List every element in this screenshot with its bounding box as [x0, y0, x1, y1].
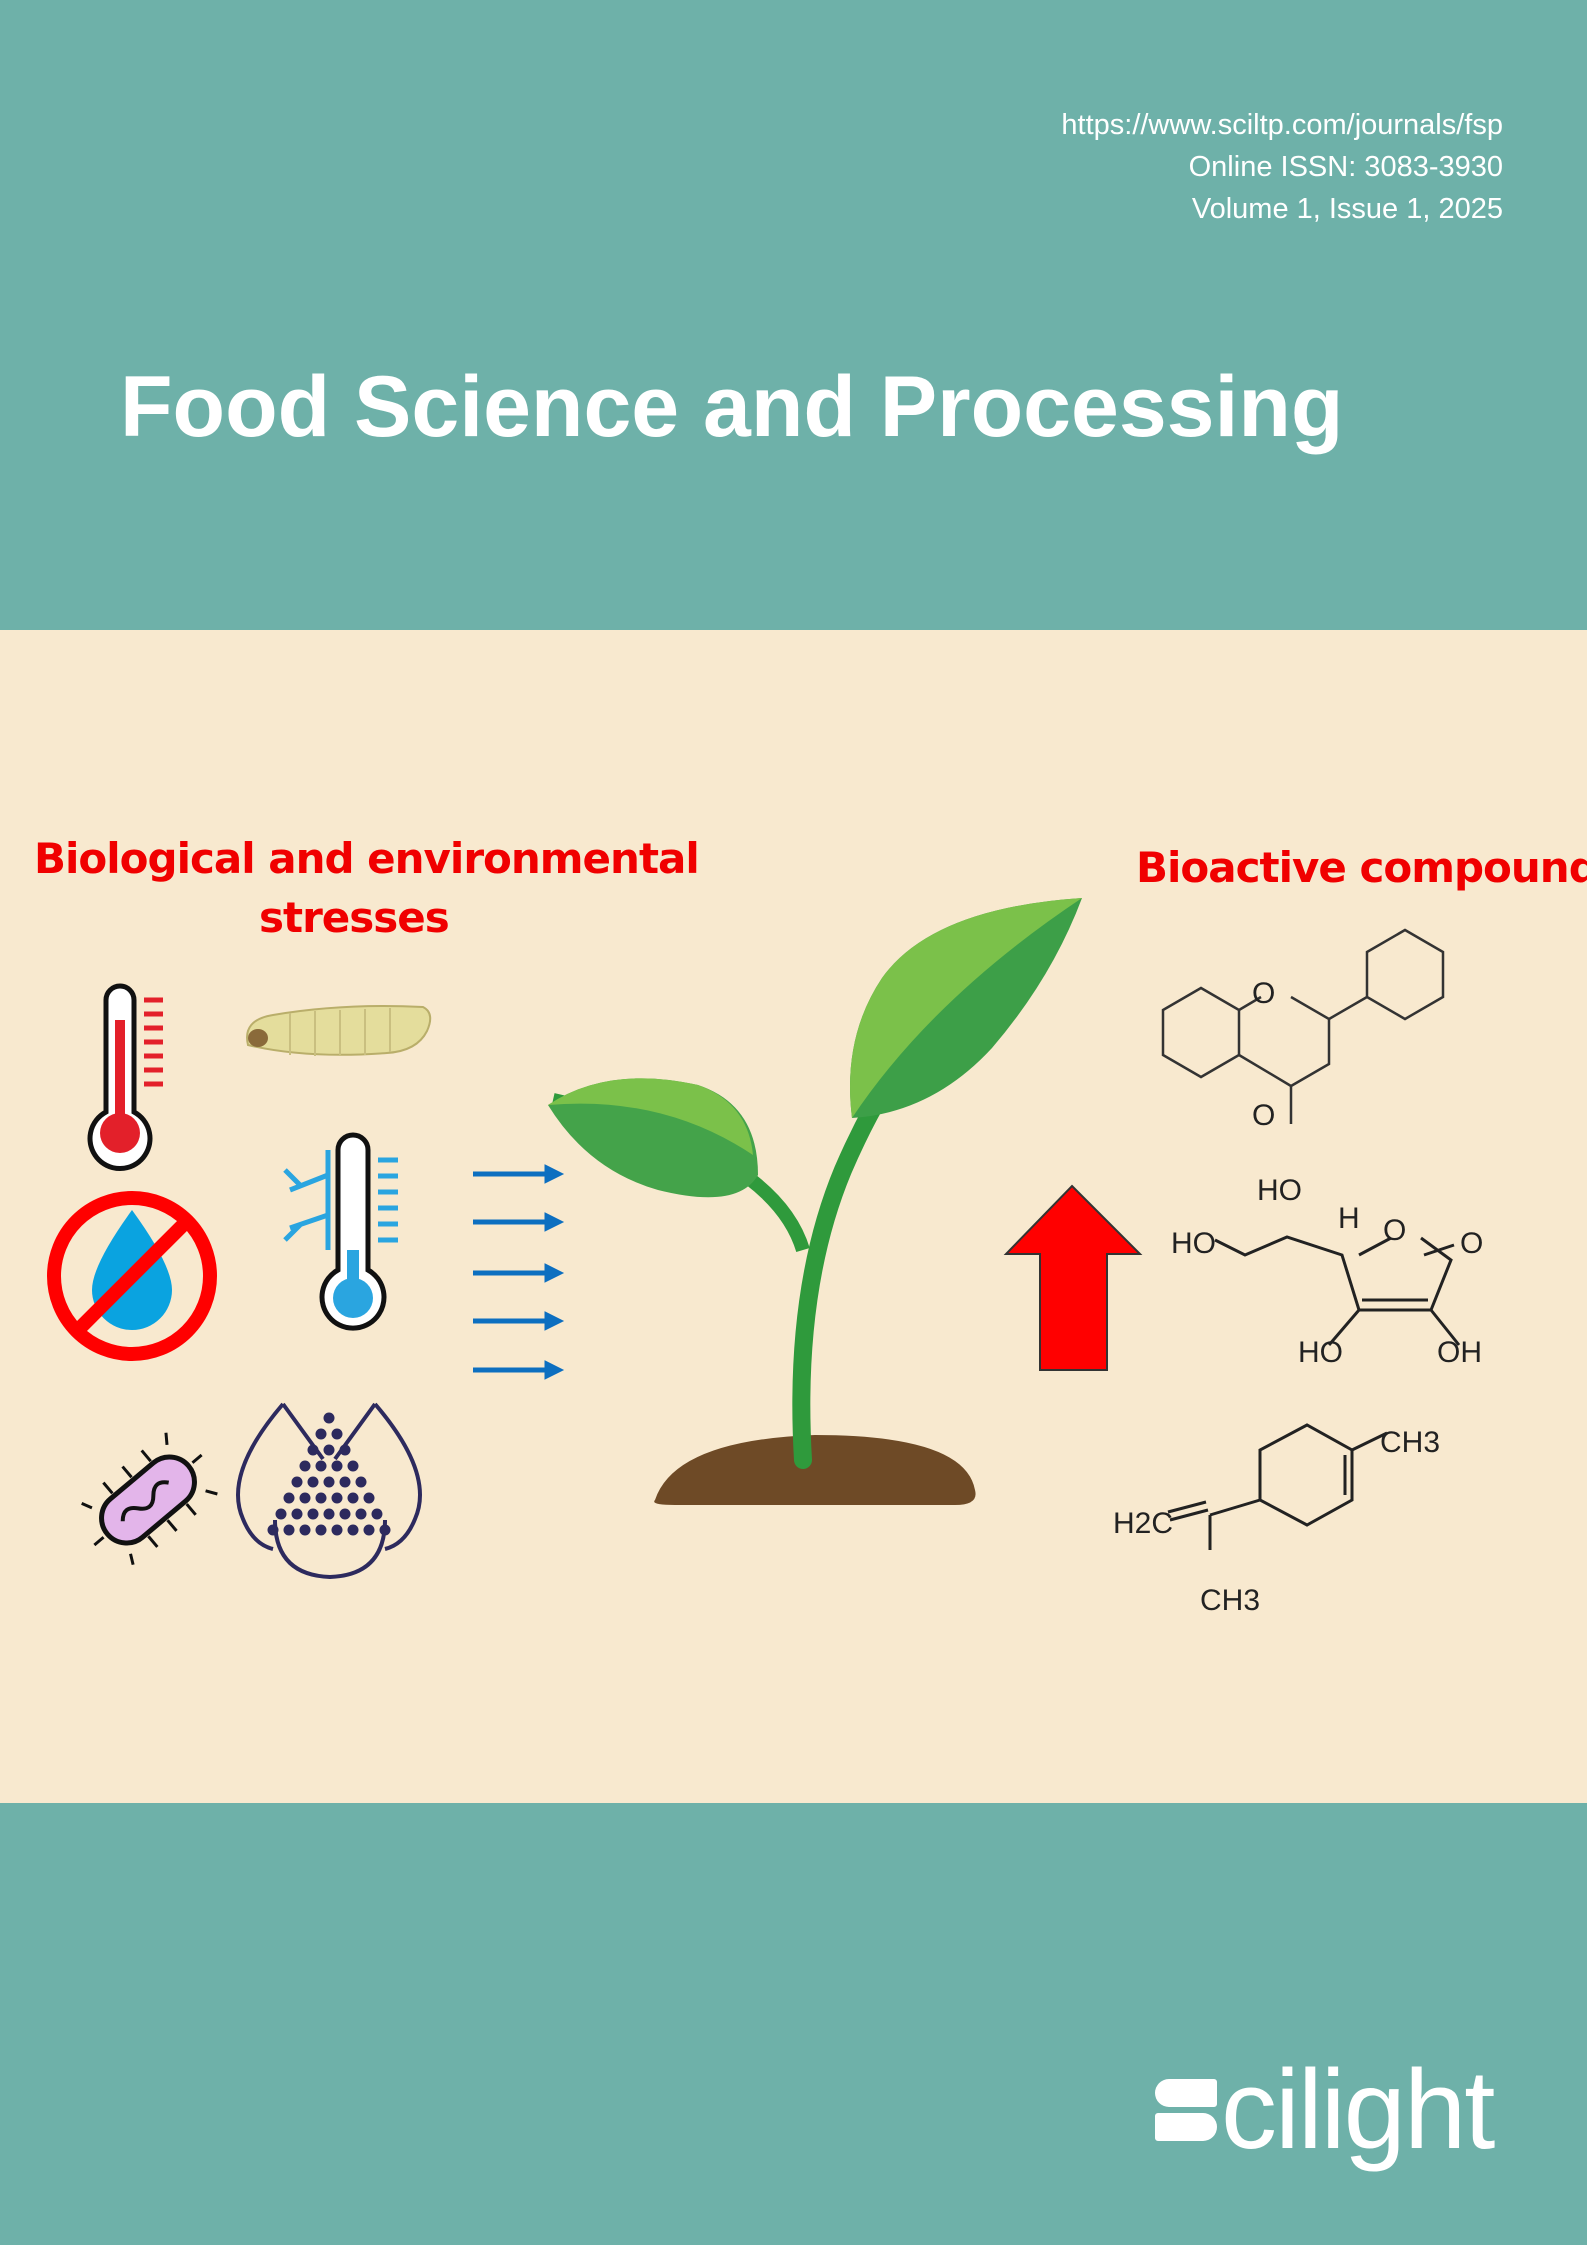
limonene-ch3-top: CH3 — [1380, 1426, 1440, 1459]
particle-dot — [315, 1524, 327, 1536]
ascorbic-h: H — [1338, 1202, 1360, 1235]
blue-arrow-icon — [473, 1360, 565, 1380]
ascorbic-ho-bottom: HO — [1298, 1336, 1343, 1369]
stresses-heading-line1: Biological and environmental — [34, 834, 700, 883]
bioactive-heading: Bioactive compounds — [1136, 843, 1587, 892]
footer-band — [0, 1803, 1587, 2245]
particle-dot — [291, 1508, 303, 1520]
particle-dot — [323, 1412, 335, 1424]
particle-dot — [347, 1492, 359, 1504]
journal-volume: Volume 1, Issue 1, 2025 — [1191, 193, 1503, 225]
no-water-icon — [47, 1191, 217, 1361]
particle-dot — [347, 1524, 359, 1536]
flavone-structure — [1161, 928, 1445, 1124]
particle-dot — [275, 1508, 287, 1520]
particle-dot — [307, 1508, 319, 1520]
ascorbic-ho-left: HO — [1171, 1227, 1216, 1260]
particle-dot — [307, 1476, 319, 1488]
particle-dot — [307, 1444, 319, 1456]
header-band — [0, 0, 1587, 630]
blue-arrow-icon — [473, 1311, 565, 1331]
particle-dot — [379, 1524, 391, 1536]
particle-dot — [331, 1492, 343, 1504]
journal-title: Food Science and Processing — [120, 359, 1344, 455]
increase-arrow-icon — [1003, 1184, 1143, 1371]
cold-thermometer-icon — [283, 1132, 398, 1331]
particle-dot — [315, 1460, 327, 1472]
particle-dot — [363, 1492, 375, 1504]
particle-dot — [355, 1508, 367, 1520]
caterpillar-icon — [246, 1005, 432, 1056]
ascorbic-acid-structure — [1214, 1235, 1461, 1346]
particle-dot — [331, 1428, 343, 1440]
particle-dot — [315, 1492, 327, 1504]
ascorbic-oh-bottom: OH — [1437, 1336, 1482, 1369]
particle-dot — [299, 1460, 311, 1472]
limonene-ch3-bottom: CH3 — [1200, 1584, 1260, 1617]
particle-dot — [267, 1524, 279, 1536]
stresses-heading-line2: stresses — [259, 893, 450, 942]
logo-mark-icon — [1155, 2079, 1217, 2141]
particle-dot — [339, 1508, 351, 1520]
particle-dot — [283, 1524, 295, 1536]
particle-dot — [291, 1476, 303, 1488]
flavone-o-keto: O — [1252, 1099, 1275, 1132]
particle-dot — [331, 1524, 343, 1536]
journal-meta: https://www.sciltp.com/journals/fsp Onli… — [1061, 104, 1503, 230]
particle-dot — [299, 1524, 311, 1536]
particle-dot — [299, 1492, 311, 1504]
particle-dot — [323, 1476, 335, 1488]
particle-dot — [323, 1444, 335, 1456]
ascorbic-o-keto: O — [1460, 1227, 1483, 1260]
blue-arrow-icon — [473, 1263, 565, 1283]
blue-arrow-icon — [473, 1212, 565, 1232]
particle-dot — [315, 1428, 327, 1440]
particles — [267, 1412, 391, 1536]
ascorbic-o-ring: O — [1383, 1214, 1406, 1247]
particle-dot — [347, 1460, 359, 1472]
particle-dot — [355, 1476, 367, 1488]
logo-text: cilight — [1221, 2047, 1495, 2172]
particle-dot — [339, 1444, 351, 1456]
limonene-h2c: H2C — [1113, 1507, 1173, 1540]
flavone-o-ring: O — [1252, 977, 1275, 1010]
hot-thermometer-icon — [87, 983, 163, 1171]
stress-arrows — [473, 1164, 565, 1380]
scilight-logo: cilight — [1155, 2047, 1495, 2172]
particle-dot — [363, 1524, 375, 1536]
particle-dot — [283, 1492, 295, 1504]
particles-drops-icon — [236, 1402, 422, 1580]
particle-dot — [331, 1460, 343, 1472]
journal-issn: Online ISSN: 3083-3930 — [1188, 151, 1503, 183]
particle-dot — [339, 1476, 351, 1488]
journal-url[interactable]: https://www.sciltp.com/journals/fsp — [1061, 109, 1503, 141]
ascorbic-ho-top: HO — [1257, 1174, 1302, 1207]
particle-dot — [371, 1508, 383, 1520]
limonene-structure — [1167, 1423, 1388, 1550]
blue-arrow-icon — [473, 1164, 565, 1184]
particle-dot — [323, 1508, 335, 1520]
seedling-icon — [548, 898, 1082, 1505]
bacterium-icon — [81, 1432, 218, 1566]
